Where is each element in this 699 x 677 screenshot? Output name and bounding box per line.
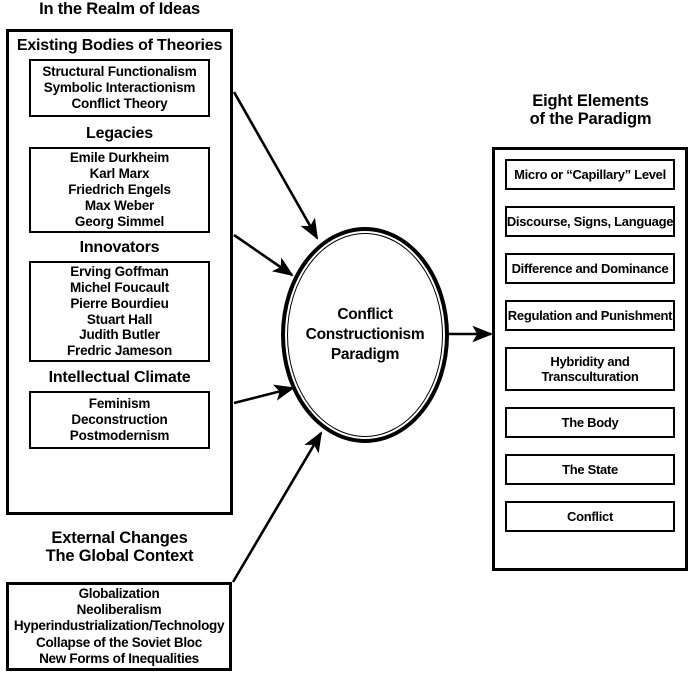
realm-of-ideas-container: Existing Bodies of Theories Structural F… bbox=[6, 29, 233, 515]
element-box-the-body: The Body bbox=[505, 407, 675, 438]
eight-elements-panel: Micro or “Capillary” Level Discourse, Si… bbox=[492, 147, 688, 571]
element-label: The State bbox=[562, 461, 618, 477]
external-changes-title-line1: External Changes bbox=[51, 529, 188, 547]
external-changes-title-line2: The Global Context bbox=[45, 547, 194, 566]
list-item: Deconstruction bbox=[71, 412, 168, 428]
list-item: Erving Goffman bbox=[70, 263, 169, 279]
element-box-difference-and-dominance: Difference and Dominance bbox=[505, 253, 675, 284]
element-label: Hybridity and bbox=[550, 353, 630, 369]
list-item: Neoliberalism bbox=[76, 602, 162, 618]
list-item: Michel Foucault bbox=[69, 279, 169, 295]
paradigm-ellipse-inner: Conflict Constructionism Paradigm bbox=[287, 233, 443, 437]
arrow-external-to-paradigm bbox=[231, 431, 323, 583]
intellectual-climate-box: Feminism Deconstruction Postmodernism bbox=[29, 391, 210, 449]
paradigm-label-line3: Paradigm bbox=[330, 346, 400, 364]
group-heading-legacies: Legacies bbox=[86, 125, 153, 142]
list-item: Structural Functionalism bbox=[42, 64, 197, 80]
element-box-hybridity-and-transculturation: Hybridity and Transculturation bbox=[505, 347, 675, 391]
element-box-the-state: The State bbox=[505, 454, 675, 485]
element-label: Discourse, Signs, Language bbox=[506, 213, 674, 229]
element-label: Regulation and Punishment bbox=[507, 307, 673, 323]
list-item: Symbolic Interactionism bbox=[43, 80, 196, 96]
element-box-regulation-and-punishment: Regulation and Punishment bbox=[505, 300, 675, 331]
paradigm-label-line2: Constructionism bbox=[305, 325, 425, 343]
element-label: Conflict bbox=[567, 508, 613, 524]
list-item: Conflict Theory bbox=[71, 95, 168, 111]
list-item: Friedrich Engels bbox=[68, 182, 171, 198]
element-label: Transculturation bbox=[541, 369, 639, 384]
existing-theories-box: Structural Functionalism Symbolic Intera… bbox=[29, 59, 210, 117]
group-heading-existing-theories: Existing Bodies of Theories bbox=[16, 37, 223, 54]
arrow-legacies-to-paradigm bbox=[233, 233, 294, 277]
realm-of-ideas-title: In the Realm of Ideas bbox=[39, 0, 200, 18]
arrow-theories-to-paradigm bbox=[232, 91, 319, 240]
list-item: Judith Butler bbox=[79, 327, 160, 343]
list-item: Feminism bbox=[88, 396, 151, 412]
paradigm-label: Conflict Constructionism Paradigm bbox=[306, 305, 425, 365]
list-item: Pierre Bourdieu bbox=[70, 295, 169, 311]
list-item: Fredric Jameson bbox=[66, 343, 173, 359]
element-label: Micro or “Capillary” Level bbox=[514, 166, 666, 182]
arrow-climate-to-paradigm bbox=[233, 384, 296, 405]
group-heading-innovators: Innovators bbox=[79, 239, 160, 256]
list-item: Max Weber bbox=[84, 197, 155, 213]
element-box-discourse-signs-language: Discourse, Signs, Language bbox=[505, 206, 675, 237]
external-changes-title: External Changes The Global Context bbox=[0, 529, 239, 566]
list-item: Hyperindustrialization/Technology bbox=[13, 618, 225, 634]
list-item: Postmodernism bbox=[69, 427, 170, 443]
list-item: Collapse of the Soviet Bloc bbox=[36, 634, 202, 650]
legacies-box: Emile Durkheim Karl Marx Friedrich Engel… bbox=[29, 147, 210, 233]
list-item: New Forms of Inequalities bbox=[39, 650, 199, 666]
element-box-micro-capillary-level: Micro or “Capillary” Level bbox=[505, 159, 675, 190]
paradigm-label-line1: Conflict bbox=[337, 305, 393, 323]
external-changes-box: Globalization Neoliberalism Hyperindustr… bbox=[6, 582, 232, 671]
element-label: The Body bbox=[561, 414, 619, 430]
element-box-conflict: Conflict bbox=[505, 501, 675, 532]
list-item: Stuart Hall bbox=[86, 311, 153, 327]
eight-elements-title-line1: Eight Elements bbox=[532, 92, 649, 110]
eight-elements-title-line2: of the Paradigm bbox=[529, 110, 652, 129]
list-item: Georg Simmel bbox=[74, 213, 165, 229]
eight-elements-title: Eight Elements of the Paradigm bbox=[492, 92, 689, 129]
innovators-box: Erving Goffman Michel Foucault Pierre Bo… bbox=[29, 261, 210, 362]
list-item: Karl Marx bbox=[89, 166, 150, 182]
group-heading-intellectual-climate: Intellectual Climate bbox=[48, 369, 191, 386]
list-item: Emile Durkheim bbox=[69, 150, 170, 166]
element-label: Difference and Dominance bbox=[511, 260, 669, 276]
list-item: Globalization bbox=[78, 586, 160, 602]
